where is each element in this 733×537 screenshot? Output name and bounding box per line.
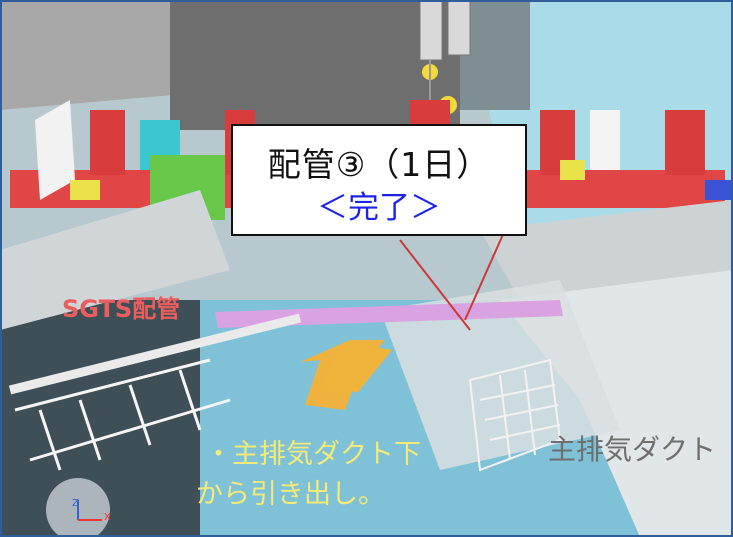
blue-block-right (705, 180, 733, 200)
title-status: ＜完了＞ (317, 190, 441, 226)
red-cable-2 (464, 229, 506, 321)
axis-z-label: Z (72, 498, 79, 509)
crane-block-2 (447, 0, 471, 56)
arrow-shaft (318, 342, 392, 392)
red-cable-1 (399, 239, 471, 331)
crane-block-1 (419, 0, 443, 61)
duct-right-upper (480, 200, 733, 300)
red-post-5 (665, 110, 705, 175)
main-duct-label: 主排気ダクト (548, 433, 717, 466)
title-callout: 配管③（1日） ＜完了＞ (231, 124, 527, 236)
duct-left (0, 190, 230, 330)
red-post-1 (90, 110, 125, 175)
note-line-1: ・主排気ダクト下 (205, 439, 421, 470)
scaffold-cage (468, 358, 562, 472)
white-panel-left (35, 100, 75, 200)
white-pipe (8, 313, 302, 395)
axis-x-label: X (104, 512, 111, 523)
title-task: 配管③（1日） (267, 145, 491, 184)
yellow-block-left (70, 180, 100, 200)
white-panel-right (590, 110, 620, 170)
sgts-pipe-label: SGTS配管 (62, 295, 181, 323)
sgts-pipe (215, 300, 563, 328)
scaffold-left (14, 358, 231, 471)
note-line-2: から引き出し。 (196, 479, 385, 510)
right-wall-gray (460, 0, 530, 110)
yellow-block-right (560, 160, 585, 180)
